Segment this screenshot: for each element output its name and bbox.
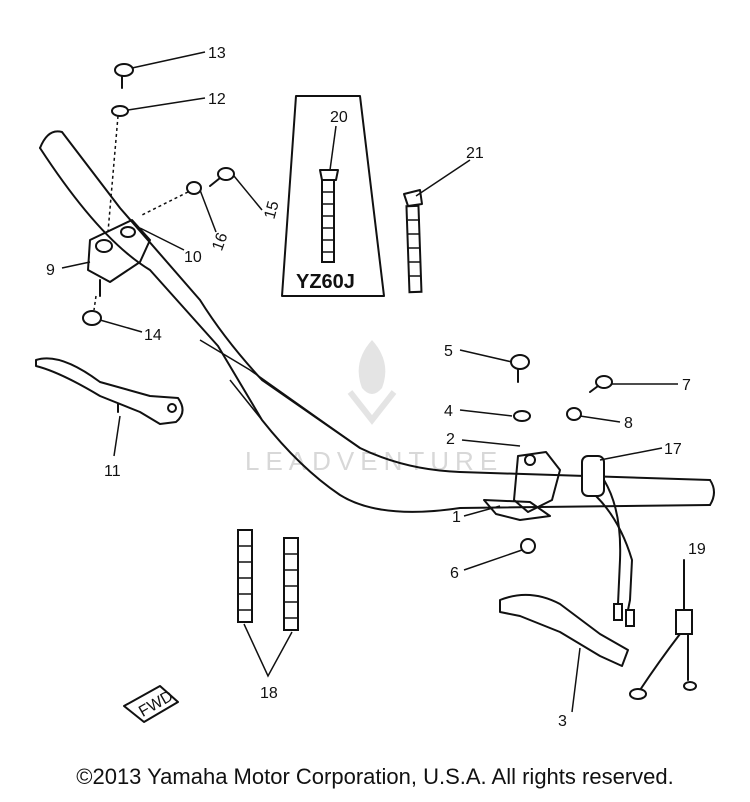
nut-6 — [520, 538, 536, 554]
callout-16: 16 — [209, 230, 231, 253]
handlebar-holder — [87, 219, 151, 297]
washer-12 — [111, 105, 129, 117]
callout-11: 11 — [104, 463, 121, 480]
callout-1: 1 — [452, 509, 461, 526]
watermark: LEADVENTURE — [245, 340, 497, 476]
model-box-label: YZ60J — [296, 271, 355, 293]
bolt-15 — [209, 167, 235, 187]
washer-4 — [513, 410, 531, 422]
callout-4: 4 — [444, 403, 453, 420]
callout-21: 21 — [466, 145, 484, 162]
callout-8: 8 — [624, 415, 633, 432]
copyright-notice: ©2013 Yamaha Motor Corporation, U.S.A. A… — [76, 764, 674, 789]
handlebar — [39, 130, 715, 513]
callout-6: 6 — [450, 565, 459, 582]
callout-9: 9 — [46, 262, 55, 279]
clutch-lever-11 — [35, 357, 184, 425]
callout-14: 14 — [144, 327, 162, 344]
callout-20: 20 — [330, 109, 348, 126]
nut-16 — [186, 181, 202, 195]
callout-5: 5 — [444, 343, 453, 360]
cable-ties-18 — [237, 529, 299, 631]
cable-tie-21 — [403, 189, 423, 294]
callout-2: 2 — [446, 431, 455, 448]
callout-18: 18 — [260, 685, 278, 702]
callout-10: 10 — [184, 249, 202, 266]
callout-7: 7 — [682, 377, 691, 394]
nut-14 — [82, 310, 102, 326]
throttle-housing-17 — [581, 455, 635, 627]
leader-lines — [61, 51, 678, 713]
callout-3: 3 — [558, 713, 567, 730]
callout-numbers: 13 12 20 21 15 16 10 9 14 11 5 4 7 8 2 1… — [46, 45, 706, 730]
bolt-5 — [510, 354, 530, 383]
bolt-7 — [589, 375, 613, 393]
callout-15: 15 — [262, 199, 283, 221]
callout-12: 12 — [208, 91, 226, 108]
brake-lever-3 — [499, 593, 629, 667]
nut-8 — [566, 407, 582, 421]
fwd-arrow: FWD — [123, 685, 179, 723]
lever-holder-1 — [483, 451, 561, 521]
callout-13: 13 — [208, 45, 226, 62]
callout-19: 19 — [688, 541, 706, 558]
callout-17: 17 — [664, 441, 682, 458]
model-box-yz60j: YZ60J — [281, 95, 385, 297]
wire-harness-19 — [629, 559, 697, 700]
bolt-13 — [114, 63, 134, 89]
